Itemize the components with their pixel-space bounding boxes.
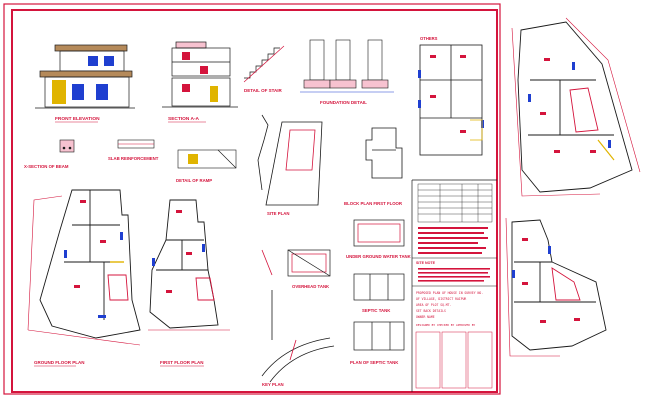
ramp-detail-drawing — [177, 149, 237, 169]
foundation-detail-label: FOUNDATION DETAIL — [320, 100, 367, 105]
site-note-label: SITE NOTE — [416, 261, 436, 265]
schedule-table — [417, 183, 493, 223]
title-block: SITE NOTE PROPOSED PLAN OF HOUSE IN SURV… — [411, 179, 497, 392]
beam-section-drawing — [59, 139, 75, 153]
site-note-lines — [418, 268, 490, 282]
site-plan-drawing — [257, 114, 323, 206]
title-line-3: AREA OF PLOT SQ.MT. — [416, 303, 452, 307]
first-floor-plan-drawing — [148, 199, 230, 331]
foundation-detail-drawing — [300, 39, 394, 93]
title-line-2: OF VILLAGE, DISTRICT RAIPUR — [416, 297, 466, 301]
ground-floor-plan-label: GROUND FLOOR PLAN — [34, 360, 85, 365]
key-plan-drawing — [261, 249, 335, 383]
front-elevation-label: FRONT ELEVATION — [55, 116, 100, 122]
title-text-lines: PROPOSED PLAN OF HOUSE IN SURVEY NO. OF … — [416, 291, 483, 327]
septic-tank-plan-drawing — [353, 321, 405, 351]
block-plan-first-floor-label: BLOCK PLAN FIRST FLOOR — [344, 201, 403, 206]
detail-of-stair-label: DETAIL OF STAIR — [244, 88, 282, 93]
sheet-inner-border — [11, 9, 498, 393]
overhead-tank-drawing — [287, 249, 331, 277]
title-line-1: PROPOSED PLAN OF HOUSE IN SURVEY NO. — [416, 291, 483, 295]
section-aa-drawing — [162, 41, 238, 108]
title-line-6: DESIGNED BY CHECKED BY APPROVED BY — [416, 323, 475, 327]
approval-boxes — [415, 331, 493, 389]
section-aa-label: SECTION A-A — [168, 116, 200, 122]
title-line-4: SET BACK DETAILS — [416, 309, 446, 313]
septic-tank-section-drawing — [353, 273, 405, 301]
title-line-5: OWNER NAME — [416, 315, 435, 319]
others-plan-drawing — [418, 44, 484, 156]
notes-block — [418, 227, 488, 254]
stair-detail-drawing — [243, 45, 285, 83]
underground-tank-label: UNDER GROUND WATER TANK — [346, 254, 412, 259]
ground-floor-plan-drawing — [27, 189, 141, 346]
detached-upper-plan — [511, 17, 641, 197]
detail-of-ramp-label: DETAIL OF RAMP — [176, 178, 212, 183]
front-elevation-drawing — [35, 44, 135, 109]
detached-lower-plan — [505, 217, 607, 357]
slab-reinforcement-label: SLAB REINFORCEMENT — [108, 156, 159, 161]
block-plan-drawing — [365, 127, 403, 179]
slab-reinforcement-drawing — [117, 139, 155, 149]
others-label: OTHERS — [420, 36, 438, 41]
beam-section-label: X-SECTION OF BEAM — [24, 164, 69, 169]
septic-tank-label: SEPTIC TANK — [362, 308, 391, 313]
sheet-outer-border — [3, 3, 501, 395]
overhead-tank-label: OVERHEAD TANK — [292, 284, 330, 289]
site-plan-label: SITE PLAN — [267, 211, 289, 216]
plan-of-septic-tank-label: PLAN OF SEPTIC TANK — [350, 360, 399, 365]
first-floor-plan-label: FIRST FLOOR PLAN — [160, 360, 204, 365]
underground-water-tank-drawing — [353, 219, 405, 247]
key-plan-label: KEY PLAN — [262, 382, 284, 387]
